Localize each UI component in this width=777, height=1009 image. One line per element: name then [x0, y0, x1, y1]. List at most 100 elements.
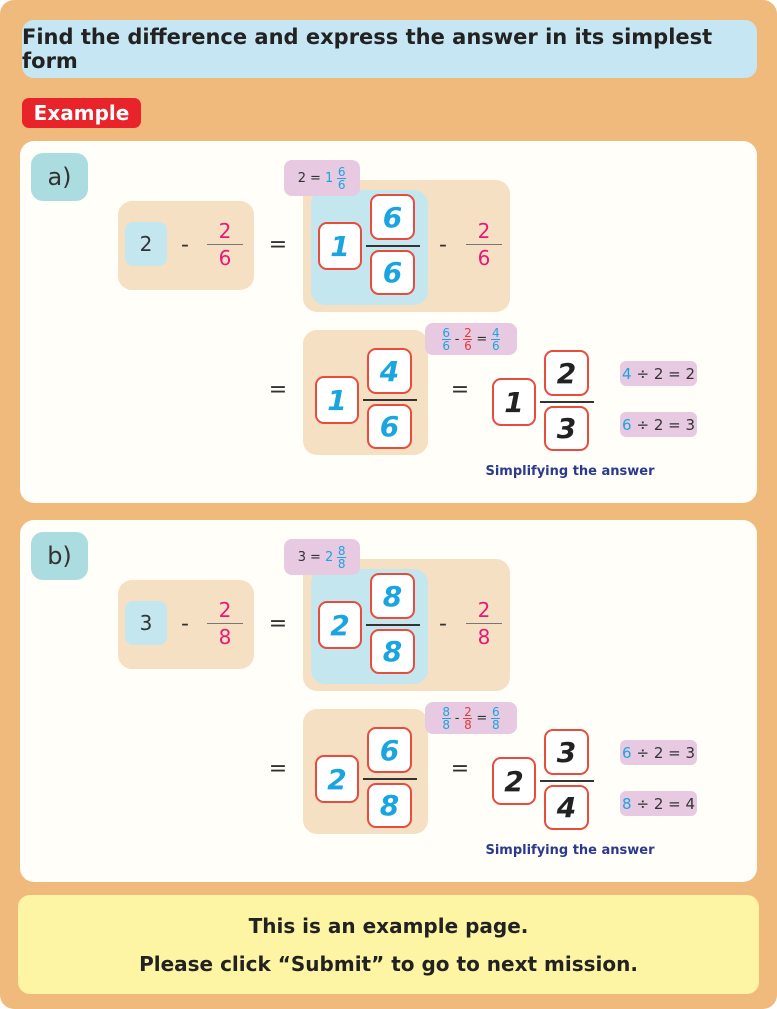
section-label: b) [31, 532, 88, 580]
note-value: 8 [621, 794, 632, 813]
simplify-label: Simplifying the answer [485, 843, 655, 858]
equals-sign: = [268, 756, 288, 782]
note-division: ÷ 2 = 3 [636, 415, 696, 434]
whole-number: 3 [125, 601, 167, 645]
fraction-bar [366, 624, 420, 626]
denominator: 6 [477, 246, 491, 270]
simplify-note: 6÷ 2 = 3 [620, 740, 697, 765]
numerator-box: 6 [370, 194, 415, 240]
hint-equals: = [476, 710, 488, 726]
numerator: 2 [477, 219, 491, 243]
numerator: 8 [442, 704, 450, 719]
numerator-box: 3 [544, 729, 589, 775]
denominator: 8 [491, 717, 501, 732]
footer-line-1: This is an example page. [248, 913, 529, 938]
whole-number-box: 1 [318, 222, 362, 270]
whole-number: 2 [125, 222, 167, 266]
numerator-box: 8 [370, 573, 415, 619]
hint-whole: 2 [297, 170, 307, 186]
minus-sign: - [439, 232, 447, 258]
denominator: 8 [441, 717, 451, 732]
numerator-box: 4 [367, 348, 412, 394]
equals-sign: = [268, 232, 288, 258]
minus-sign: - [181, 232, 189, 258]
whole-number-box: 1 [492, 378, 536, 426]
denominator: 8 [463, 717, 473, 732]
numerator: 2 [477, 598, 491, 622]
denominator: 8 [477, 625, 491, 649]
minus-sign: - [439, 611, 447, 637]
denominator-box: 3 [544, 406, 589, 451]
numerator-box: 2 [544, 350, 589, 396]
equals-sign: = [268, 611, 288, 637]
hint-minus: - [454, 331, 460, 347]
numerator: 6 [491, 704, 500, 719]
hint-equals: = [310, 549, 321, 565]
denominator: 8 [218, 625, 232, 649]
numerator: 2 [464, 325, 472, 340]
instruction-header: Find the difference and express the answ… [22, 20, 757, 78]
numerator-box: 6 [367, 727, 412, 773]
numerator: 2 [218, 219, 232, 243]
fraction-bar [366, 245, 420, 247]
hint-mixed-whole: 1 [324, 170, 334, 186]
denominator: 6 [491, 338, 501, 353]
hint-equals: = [310, 170, 321, 186]
footer-line-2: Please click “Submit” to go to next miss… [139, 951, 638, 976]
numerator: 8 [337, 543, 346, 558]
hint-whole: 3 [297, 549, 307, 565]
note-division: ÷ 2 = 4 [636, 794, 696, 813]
simplify-note: 6÷ 2 = 3 [620, 412, 697, 437]
whole-number-box: 2 [315, 755, 359, 803]
hint-mixed-whole: 2 [324, 549, 334, 565]
whole-number-box: 2 [492, 757, 536, 805]
fraction-bar [540, 401, 594, 403]
footer-message: This is an example page. Please click “S… [18, 895, 759, 994]
hint-minus: - [454, 710, 460, 726]
minus-sign: - [181, 611, 189, 637]
denominator: 6 [337, 177, 347, 192]
note-value: 6 [621, 743, 632, 762]
denominator-box: 6 [370, 250, 415, 295]
note-division: ÷ 2 = 2 [636, 364, 696, 383]
hint-equals: = [476, 331, 488, 347]
denominator-box: 8 [370, 629, 415, 674]
numerator: 2 [218, 598, 232, 622]
note-division: ÷ 2 = 3 [636, 743, 696, 762]
simplify-note: 4÷ 2 = 2 [620, 361, 697, 386]
equals-sign: = [450, 756, 470, 782]
denominator: 6 [441, 338, 451, 353]
numerator: 6 [337, 164, 346, 179]
example-badge: Example [22, 98, 141, 128]
whole-number-box: 2 [318, 601, 362, 649]
numerator: 6 [442, 325, 450, 340]
denominator-box: 6 [367, 404, 412, 449]
note-value: 6 [621, 415, 632, 434]
fraction-bar [363, 778, 417, 780]
simplify-label: Simplifying the answer [485, 464, 655, 479]
note-value: 4 [621, 364, 632, 383]
equals-sign: = [268, 377, 288, 403]
denominator-box: 4 [544, 785, 589, 830]
equals-sign: = [450, 377, 470, 403]
section-label: a) [31, 153, 88, 201]
denominator: 6 [218, 246, 232, 270]
simplify-note: 8÷ 2 = 4 [620, 791, 697, 816]
denominator: 8 [337, 556, 347, 571]
denominator-box: 8 [367, 783, 412, 828]
